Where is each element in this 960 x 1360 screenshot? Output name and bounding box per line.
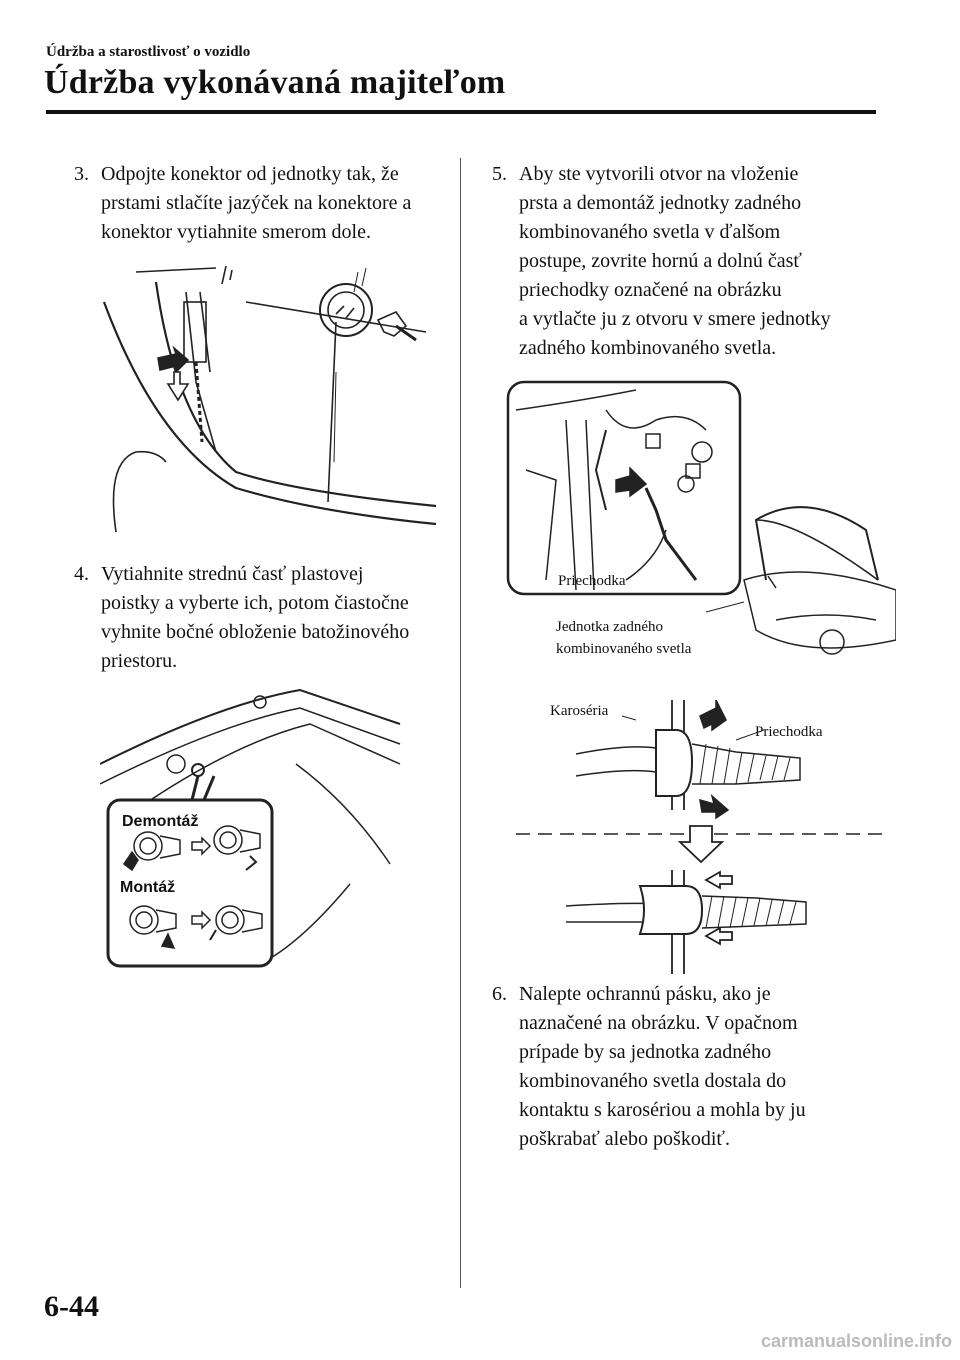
- lamp-grommet-label: Priechodka: [558, 573, 626, 589]
- title-rule: [46, 110, 876, 114]
- clip-install-label: Montáž: [120, 879, 176, 896]
- step-number: 4.: [74, 563, 89, 585]
- page-title: Údržba vykonávaná majiteľom: [44, 64, 506, 101]
- step-4: 4. Vytiahnite strednú časť plastovej poi…: [74, 560, 444, 676]
- clip-illustration: [100, 688, 401, 968]
- column-divider: [460, 158, 461, 1288]
- step-number: 3.: [74, 163, 89, 185]
- page-number: 6-44: [44, 1290, 99, 1323]
- step-text: Odpojte konektor od jednotky tak, že prs…: [101, 163, 412, 243]
- lamp-unit-label-line2: kombinovaného svetla: [556, 641, 692, 657]
- step-6: 6. Nalepte ochrannú pásku, ako je naznač…: [492, 980, 892, 1154]
- step-text: Vytiahnite strednú časť plastovej poistk…: [101, 563, 410, 672]
- lamp-unit-label: Jednotka zadného kombinovaného svetla: [556, 616, 691, 660]
- clip-removal-label: Demontáž: [122, 813, 199, 830]
- step-number: 6.: [492, 983, 507, 1005]
- step-text: Nalepte ochrannú pásku, ako je naznačené…: [519, 983, 806, 1150]
- step-3: 3. Odpojte konektor od jednotky tak, že …: [74, 160, 444, 247]
- lamp-grommet-illustration: [506, 380, 896, 655]
- connector-illustration: [102, 265, 436, 533]
- section-grommet-label: Priechodka: [755, 724, 823, 740]
- step-number: 5.: [492, 163, 507, 185]
- grommet-section-illustration: [516, 700, 886, 974]
- step-text: Aby ste vytvorili otvor na vloženie prst…: [519, 163, 831, 359]
- lamp-unit-label-line1: Jednotka zadného: [556, 619, 664, 635]
- section-label: Údržba a starostlivosť o vozidlo: [46, 44, 251, 60]
- section-body-label: Karoséria: [550, 703, 609, 719]
- watermark: carmanualsonline.info: [760, 1331, 952, 1351]
- step-5: 5. Aby ste vytvorili otvor na vloženie p…: [492, 160, 892, 363]
